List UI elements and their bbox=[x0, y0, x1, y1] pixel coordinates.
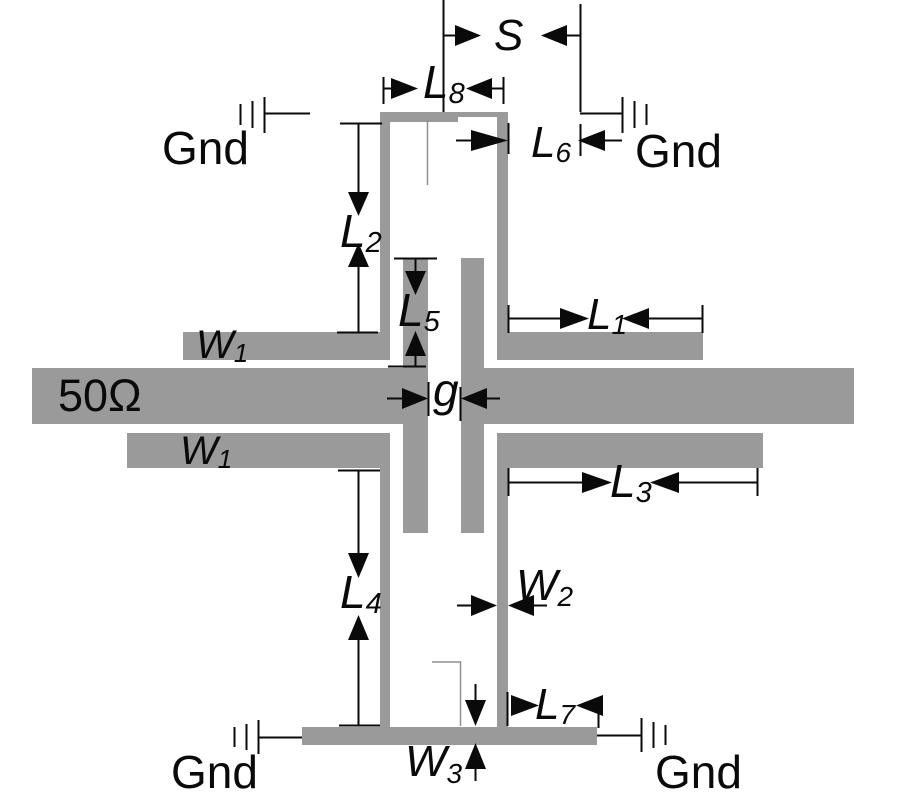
feed-line-left bbox=[32, 368, 428, 424]
label-l8: L8 bbox=[423, 56, 465, 110]
slot-outline bbox=[432, 661, 462, 726]
lower-right-arm bbox=[497, 468, 508, 727]
dim-l3-arrow-left bbox=[582, 472, 612, 493]
dim-g-arrow-right bbox=[461, 388, 487, 409]
label-s: S bbox=[494, 11, 523, 60]
dim-l1-arrow-left bbox=[560, 308, 589, 329]
dim-l7-arrow-left bbox=[511, 695, 539, 716]
label-w2: W2 bbox=[516, 561, 574, 612]
dim-l8-arrow-left bbox=[391, 78, 418, 99]
dim-l1-arrow-right bbox=[622, 308, 649, 329]
labels: S L8 L6 L2 L5 L1 L3 L4 L7 W1 W1 W2 W3 g … bbox=[58, 11, 742, 798]
label-impedance: 50Ω bbox=[58, 370, 142, 421]
top-bar-notch bbox=[458, 117, 497, 123]
dim-l4-arrow-up bbox=[348, 615, 369, 640]
label-w3: W3 bbox=[405, 737, 463, 789]
lower-left-arm bbox=[380, 468, 390, 727]
dim-w2-arrow-left bbox=[471, 595, 497, 616]
dimension-lines bbox=[233, 0, 759, 781]
reference-hairlines bbox=[426, 120, 462, 726]
bottom-bar bbox=[302, 727, 597, 745]
dim-l4-arrow-down bbox=[348, 553, 369, 578]
dim-w2-arrow-right bbox=[508, 595, 534, 616]
label-gnd-top-right: Gnd bbox=[635, 125, 722, 177]
upper-right-arm bbox=[497, 122, 508, 332]
dim-l5-arrow-up bbox=[405, 331, 426, 356]
label-gnd-bottom-right: Gnd bbox=[655, 746, 742, 798]
dim-g-arrow-left bbox=[402, 388, 428, 409]
dim-l3-arrow-right bbox=[650, 472, 679, 493]
upper-left-strip bbox=[183, 332, 390, 360]
upper-left-arm bbox=[380, 122, 390, 332]
dim-l7-arrow-right bbox=[576, 695, 603, 716]
label-l3: L3 bbox=[610, 455, 652, 509]
dim-l8-arrow-right bbox=[466, 78, 492, 99]
metal-structure bbox=[32, 112, 854, 745]
label-gap: g bbox=[433, 364, 459, 416]
dim-w3-arrow-down bbox=[465, 700, 486, 726]
dimension-arrows bbox=[348, 25, 679, 769]
label-l2: L2 bbox=[340, 205, 382, 259]
dim-l6-arrow-right bbox=[578, 130, 605, 151]
dim-l2-arrow-down bbox=[348, 192, 369, 216]
dim-s-arrow-right bbox=[541, 25, 567, 46]
dim-s-arrow-left bbox=[455, 25, 481, 46]
label-w1-upper: W1 bbox=[196, 323, 248, 368]
label-l7: L7 bbox=[535, 680, 576, 730]
label-gnd-top-left: Gnd bbox=[162, 122, 249, 174]
top-bar bbox=[380, 112, 508, 122]
label-l1: L1 bbox=[587, 290, 627, 340]
label-l6: L6 bbox=[531, 118, 571, 168]
lower-left-strip bbox=[127, 433, 390, 468]
dim-l6-arrow-left bbox=[471, 130, 508, 151]
label-gnd-bottom-left: Gnd bbox=[171, 746, 258, 798]
dim-l2-arrow-up bbox=[348, 243, 369, 267]
dim-l5-arrow-down bbox=[405, 271, 426, 295]
label-l4: L4 bbox=[340, 566, 382, 620]
dim-w3-arrow-up bbox=[465, 743, 486, 769]
label-w1-lower: W1 bbox=[180, 429, 232, 474]
label-l5: L5 bbox=[398, 284, 441, 338]
lower-right-strip bbox=[497, 433, 763, 468]
upper-right-strip bbox=[497, 332, 703, 360]
feed-line-right bbox=[461, 368, 854, 424]
